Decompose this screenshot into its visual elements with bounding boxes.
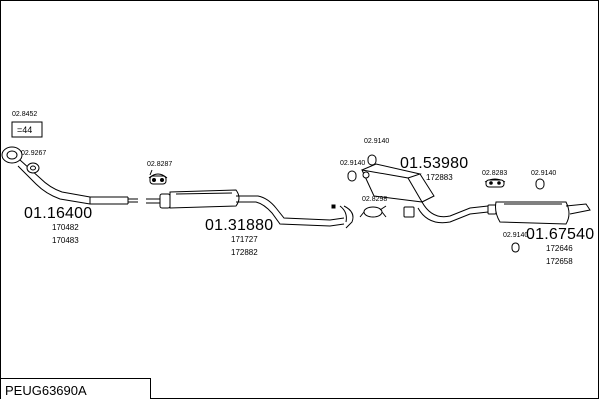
accessory-label-mount: 02.8287 [147, 161, 173, 168]
accessory-label-clamp-1: 02.8298 [362, 196, 388, 203]
svg-text:=44: =44 [17, 125, 32, 135]
part-ref-front-pipe-1: 170482 [52, 223, 79, 232]
accessory-label-ring-3: 02.9140 [531, 170, 557, 177]
assembly-code: PEUG63690A [5, 383, 87, 398]
gasket-icon [26, 162, 40, 174]
accessory-label-clamp-2: 02.8283 [482, 170, 508, 177]
accessory-label-ring-2: 02.9140 [364, 138, 390, 145]
leader-lines [149, 169, 387, 211]
part-ref-rear-silencer-1: 172646 [546, 244, 573, 253]
part-ref-rear-silencer-2: 172658 [546, 257, 573, 266]
accessory-label-ring-1: 02.9140 [340, 160, 366, 167]
center-silencer-part [146, 189, 354, 229]
rubber-mount-icon [148, 173, 168, 185]
part-number-center-silencer: 01.31880 [205, 217, 274, 234]
assembly-code-box: PEUG63690A [1, 378, 151, 399]
part-number-rear-silencer: 01.67540 [526, 226, 595, 243]
hanger-ring-icon [347, 170, 357, 182]
part-ref-center-silencer-2: 172882 [231, 248, 258, 257]
hanger-ring-icon [367, 154, 377, 166]
accessory-label-gasket: 02.9267 [21, 150, 47, 157]
part-number-front-pipe: 01.16400 [24, 205, 93, 222]
rear-silencer-part [487, 201, 591, 225]
fitting-kit-icon: =44 [11, 121, 43, 138]
hanger-ring-icon [535, 178, 545, 190]
part-ref-center-silencer-1: 171727 [231, 235, 258, 244]
hanger-ring-icon [511, 242, 520, 253]
accessory-label-ring-4: 02.9140 [503, 232, 529, 239]
part-ref-front-pipe-2: 170483 [52, 236, 79, 245]
pipe-clamp-icon [359, 206, 387, 218]
pipe-clamp-icon [484, 178, 506, 188]
part-ref-middle-silencer-1: 172883 [426, 173, 453, 182]
middle-silencer-part [361, 163, 489, 224]
front-pipe-part [1, 146, 138, 205]
accessory-label-kit: 02.8452 [12, 111, 38, 118]
part-number-middle-silencer: 01.53980 [400, 155, 469, 172]
